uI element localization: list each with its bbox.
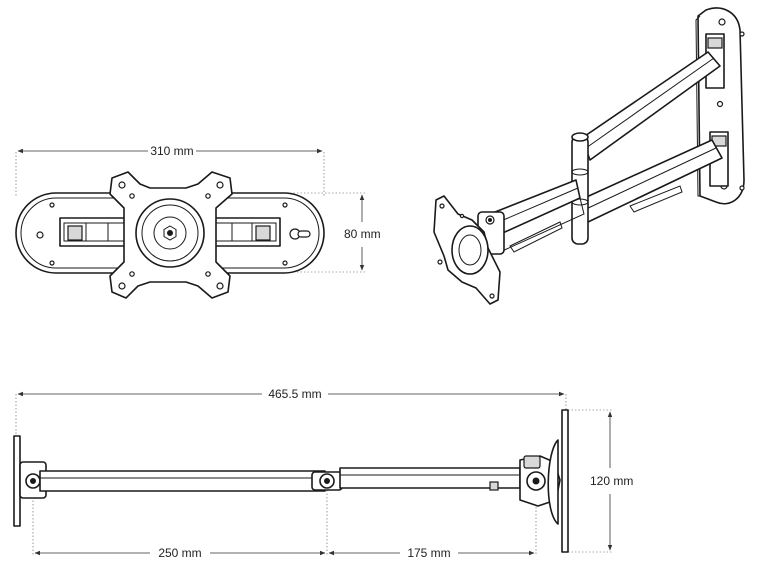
width-dimension-label: 310 mm <box>150 144 193 158</box>
height-dimension: 80 mm <box>290 192 381 273</box>
wall-plate-front-view: 310 mm 80 mm <box>15 144 381 299</box>
arm-side-view: 465.5 mm 120 mm 250 mm 175 mm <box>13 387 633 560</box>
side-wall-plate <box>13 435 21 527</box>
first-segment-label: 250 mm <box>158 546 201 560</box>
side-first-arm <box>39 470 326 492</box>
second-segment-label: 175 mm <box>407 546 450 560</box>
side-vesa-plate <box>561 409 569 553</box>
total-extension-dimension: 465.5 mm <box>15 387 567 436</box>
segment-dimensions: 250 mm 175 mm <box>32 490 537 560</box>
height-dimension-label: 80 mm <box>344 227 381 241</box>
swing-arm-perspective-view <box>433 7 745 305</box>
right-hinge-bracket <box>209 217 281 247</box>
total-extension-label: 465.5 mm <box>268 387 321 401</box>
left-hinge-bracket <box>59 217 131 247</box>
keyhole-slot <box>289 228 311 240</box>
side-middle-joint <box>311 471 343 491</box>
vesa-height-dimension: 120 mm <box>568 409 633 553</box>
left-screw-hole <box>36 231 44 239</box>
width-dimension: 310 mm <box>15 144 325 196</box>
center-pivot-disc <box>135 198 205 268</box>
vesa-height-label: 120 mm <box>590 474 633 488</box>
elbow-joint <box>571 132 589 245</box>
